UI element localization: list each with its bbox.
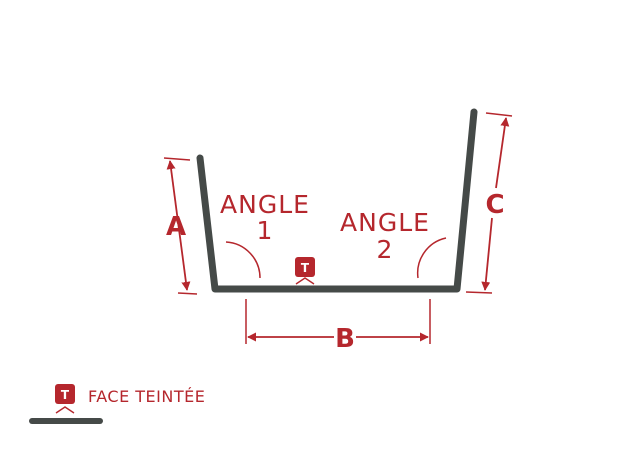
- angle-2: ANGLE 2: [340, 208, 447, 279]
- dimension-b-label: B: [335, 324, 355, 354]
- angle-2-word: ANGLE: [340, 208, 430, 237]
- legend-badge-icon: T: [55, 384, 75, 414]
- dimension-a-tick-top: [163, 157, 191, 161]
- tinted-face-badge-letter: T: [301, 261, 310, 275]
- dimension-c-arrow-bottom-icon: [481, 217, 493, 291]
- angle-2-arc-icon: [416, 237, 447, 279]
- dimension-c-tick-bottom: [465, 291, 493, 294]
- angle-1-arc-icon: [225, 241, 261, 279]
- dimension-a-arrow-icon: [166, 160, 191, 291]
- dimension-a-tick-bottom: [177, 292, 198, 295]
- dimension-c: C: [465, 112, 513, 294]
- profile-outline: [196, 108, 478, 293]
- angle-1-word: ANGLE: [220, 190, 310, 219]
- dimension-b: B: [245, 299, 431, 354]
- legend-badge-letter: T: [61, 388, 70, 402]
- dimension-c-arrow-top-icon: [495, 117, 510, 189]
- dimension-c-tick-top: [485, 112, 513, 117]
- dimension-c-label: C: [485, 190, 504, 220]
- tinted-face-badge-icon: T: [295, 257, 315, 285]
- dimension-a: A: [163, 157, 198, 295]
- legend: T FACE TEINTÉE: [29, 384, 205, 424]
- legend-text: FACE TEINTÉE: [88, 387, 205, 406]
- dimension-a-label: A: [166, 212, 186, 242]
- angle-1-number: 1: [257, 216, 274, 245]
- angle-2-number: 2: [377, 235, 394, 264]
- angle-1: ANGLE 1: [220, 190, 310, 279]
